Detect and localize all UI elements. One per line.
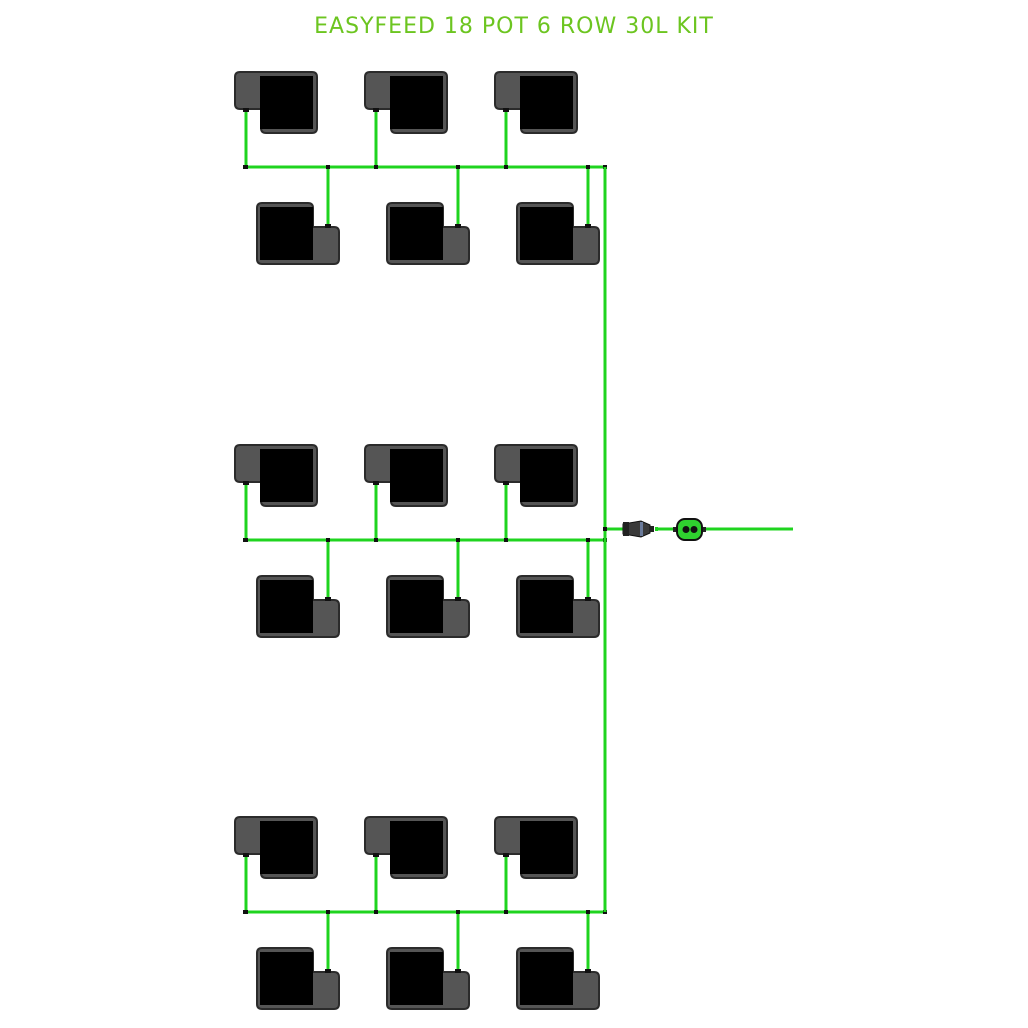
pot-icon bbox=[256, 202, 340, 265]
diagram-title: EASYFEED 18 POT 6 ROW 30L KIT bbox=[314, 14, 714, 39]
tube-joint bbox=[456, 538, 460, 542]
pot-icon bbox=[386, 202, 470, 265]
pot-icon bbox=[234, 816, 318, 879]
pot-icon bbox=[364, 71, 448, 134]
pot-icon bbox=[386, 947, 470, 1010]
tap-connector-icon bbox=[622, 520, 658, 538]
tube-joint bbox=[374, 910, 378, 914]
pot-icon bbox=[494, 444, 578, 507]
feed-fittings bbox=[622, 518, 706, 541]
tube-joint bbox=[244, 910, 248, 914]
tube-joint bbox=[586, 538, 590, 542]
tube-joint bbox=[326, 165, 330, 169]
pot-icon bbox=[364, 444, 448, 507]
pot-icon bbox=[516, 575, 600, 638]
shutoff-valve-icon bbox=[673, 518, 706, 541]
tube-joint bbox=[456, 910, 460, 914]
tubing-network bbox=[243, 110, 793, 972]
tube-joint bbox=[374, 165, 378, 169]
pot-icon bbox=[234, 444, 318, 507]
pot-icon bbox=[494, 71, 578, 134]
pot-icon bbox=[364, 816, 448, 879]
pot-icon bbox=[516, 202, 600, 265]
tube-joint bbox=[504, 165, 508, 169]
tube-joint bbox=[586, 165, 590, 169]
tube-joint bbox=[504, 538, 508, 542]
pot-icon bbox=[234, 71, 318, 134]
pot-icon bbox=[256, 575, 340, 638]
pot-icon bbox=[386, 575, 470, 638]
pot-icon bbox=[256, 947, 340, 1010]
tube-joint bbox=[603, 527, 607, 531]
pot-grid bbox=[234, 71, 600, 1010]
tube-joint bbox=[244, 538, 248, 542]
tube-joint bbox=[326, 910, 330, 914]
tube-joint bbox=[326, 538, 330, 542]
tube-joint bbox=[504, 910, 508, 914]
tube-joint bbox=[374, 538, 378, 542]
tube-joint bbox=[456, 165, 460, 169]
pot-icon bbox=[516, 947, 600, 1010]
tube-joint bbox=[244, 165, 248, 169]
tube-joint bbox=[586, 910, 590, 914]
pot-icon bbox=[494, 816, 578, 879]
